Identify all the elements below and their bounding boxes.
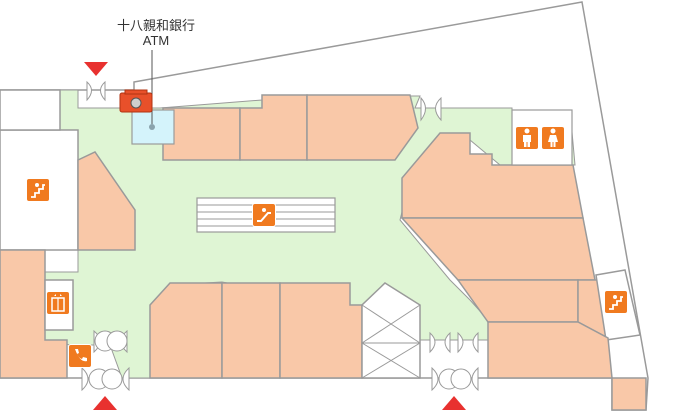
restroom-female-icon <box>541 126 565 150</box>
top-left-room <box>0 89 61 131</box>
stairs-icon-right <box>604 290 628 314</box>
shop-bottom-3 <box>279 282 363 379</box>
door-top-left <box>86 80 106 102</box>
escalator-icon <box>252 203 276 227</box>
atm-label: 十八親和銀行 ATM <box>104 18 208 48</box>
atm-machine-icon <box>119 89 153 113</box>
atm-location-dot <box>149 124 155 130</box>
shop-bottom-right <box>487 321 613 379</box>
shop-bottom-1 <box>149 282 223 379</box>
door-top-right <box>420 96 442 122</box>
door-bottom-right-2 <box>431 366 479 392</box>
atrium-void <box>361 282 421 379</box>
small-room-bottom-right <box>611 377 647 411</box>
entrance-marker-bottom-left <box>93 396 117 410</box>
telephone-icon <box>68 344 92 368</box>
atm-label-atm: ATM <box>142 33 170 48</box>
shop-top-3 <box>306 94 419 161</box>
elevator-icon <box>46 291 70 315</box>
door-bottom-left-2 <box>81 366 130 392</box>
door-bottom-left-1 <box>93 329 128 354</box>
shop-left-slant <box>77 151 136 251</box>
shop-left-lower <box>0 249 68 379</box>
entrance-marker-bottom-right <box>442 396 466 410</box>
entrance-marker-top-left <box>84 62 108 76</box>
shop-bottom-2 <box>221 282 281 379</box>
stairs-icon <box>26 178 50 202</box>
restroom-male-icon <box>515 126 539 150</box>
atm-label-bank-name: 十八親和銀行 <box>116 18 195 33</box>
door-bottom-right-1 <box>429 331 479 354</box>
